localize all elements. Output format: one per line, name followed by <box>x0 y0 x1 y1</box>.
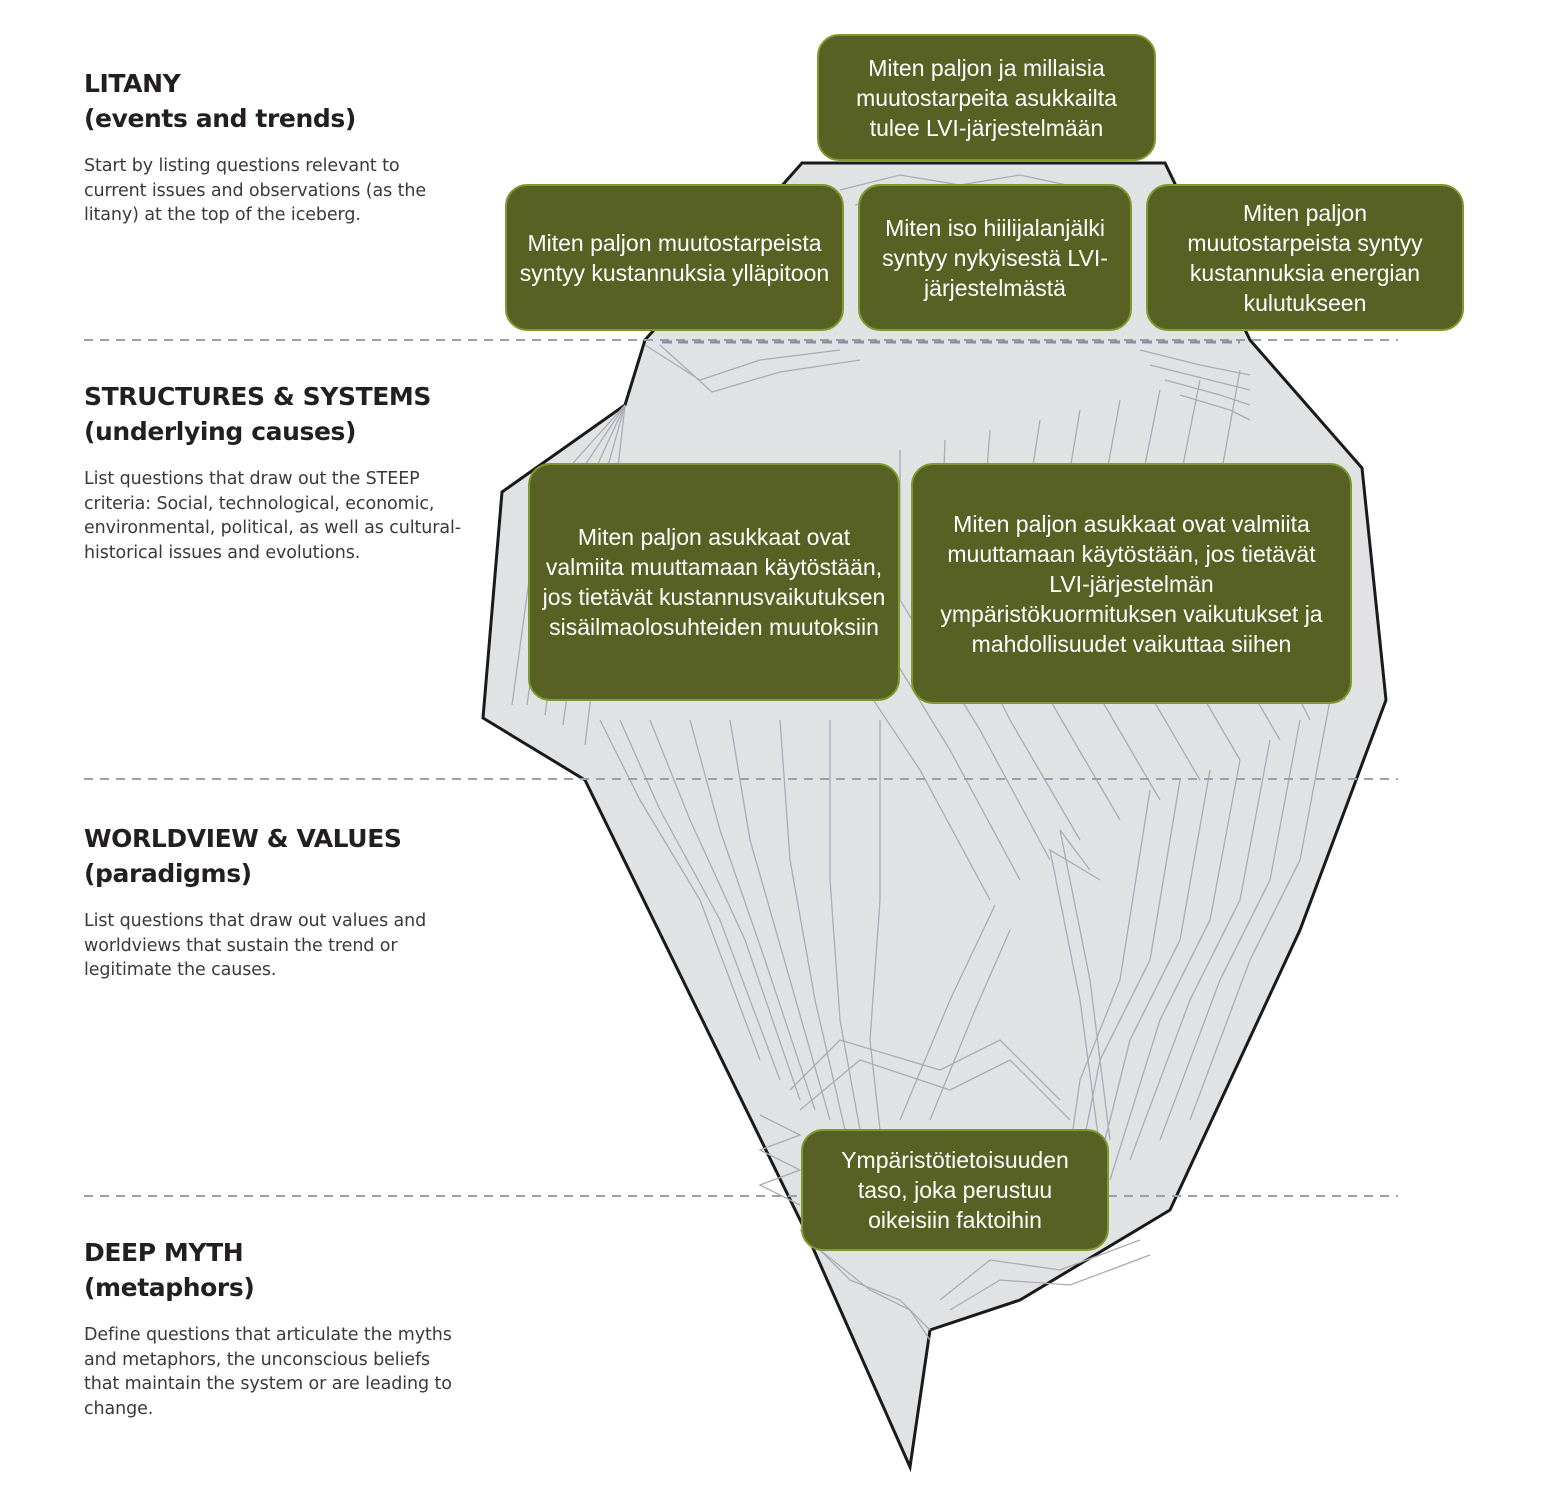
level-structures-systems: STRUCTURES & SYSTEMS (underlying causes)… <box>84 379 464 565</box>
question-box-resident-change-needs: Miten paljon ja millaisia muutostarpeita… <box>817 34 1156 161</box>
question-box-behavior-environmental-impact: Miten paljon asukkaat ovat valmiita muut… <box>911 463 1352 704</box>
level-description: Define questions that articulate the myt… <box>84 1325 452 1419</box>
level-description: Start by listing questions relevant to c… <box>84 156 427 225</box>
question-text: Miten paljon ja millaisia muutostarpeita… <box>856 54 1117 141</box>
question-box-behavior-cost-impact: Miten paljon asukkaat ovat valmiita muut… <box>528 463 900 701</box>
question-text: Miten paljon muutostarpeista syntyy kust… <box>519 229 830 286</box>
question-box-energy-costs: Miten paljon muutostarpeista syntyy kust… <box>1146 184 1464 331</box>
level-heading: LITANY (events and trends) <box>84 66 464 136</box>
level-title: WORLDVIEW & VALUES <box>84 824 402 853</box>
level-worldview-values: WORLDVIEW & VALUES (paradigms) List ques… <box>84 821 464 983</box>
level-deep-myth: DEEP MYTH (metaphors) Define questions t… <box>84 1235 464 1421</box>
level-dividers <box>84 339 1398 1197</box>
iceberg-shape <box>481 161 1388 1473</box>
level-heading: DEEP MYTH (metaphors) <box>84 1235 464 1305</box>
level-heading: WORLDVIEW & VALUES (paradigms) <box>84 821 464 891</box>
level-title: STRUCTURES & SYSTEMS <box>84 382 431 411</box>
level-description: List questions that draw out the STEEP c… <box>84 469 461 563</box>
level-title: LITANY <box>84 69 181 98</box>
level-subtitle: (metaphors) <box>84 1273 255 1302</box>
question-text: Miten paljon asukkaat ovat valmiita muut… <box>940 510 1323 657</box>
level-title: DEEP MYTH <box>84 1238 244 1267</box>
level-subtitle: (paradigms) <box>84 859 252 888</box>
question-box-environmental-awareness: Ympäristötietoisuuden taso, joka perustu… <box>801 1129 1109 1251</box>
level-heading: STRUCTURES & SYSTEMS (underlying causes) <box>84 379 464 449</box>
level-subtitle: (underlying causes) <box>84 417 357 446</box>
level-description: List questions that draw out values and … <box>84 911 427 980</box>
level-subtitle: (events and trends) <box>84 104 356 133</box>
question-box-carbon-footprint: Miten iso hiilijalanjälki syntyy nykyise… <box>858 184 1132 331</box>
question-text: Ympäristötietoisuuden taso, joka perustu… <box>841 1147 1069 1233</box>
question-box-maintenance-costs: Miten paljon muutostarpeista syntyy kust… <box>505 184 844 331</box>
question-text: Miten paljon asukkaat ovat valmiita muut… <box>542 524 886 640</box>
level-litany: LITANY (events and trends) Start by list… <box>84 66 464 228</box>
question-text: Miten iso hiilijalanjälki syntyy nykyise… <box>882 214 1108 301</box>
question-text: Miten paljon muutostarpeista syntyy kust… <box>1187 199 1423 316</box>
